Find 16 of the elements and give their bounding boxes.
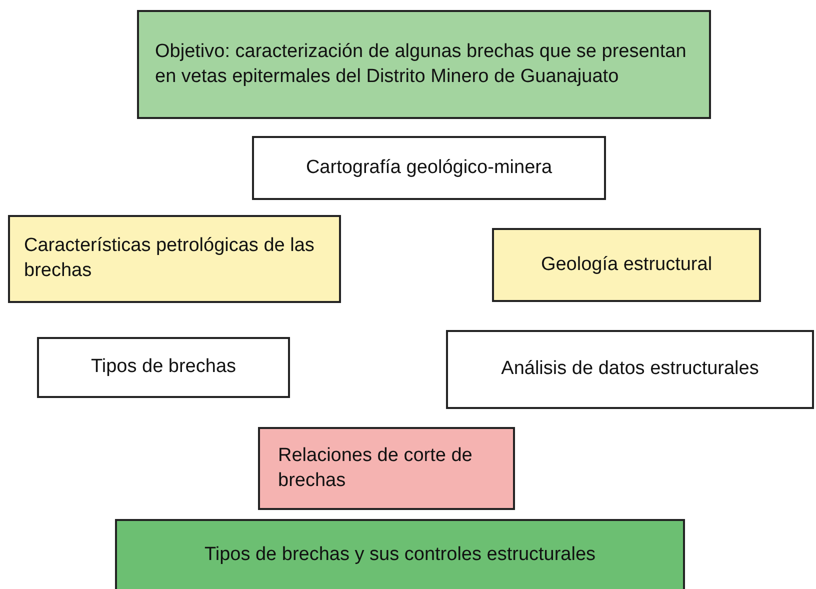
box-text: Características petrológicas de las brechas — [24, 234, 316, 283]
process-box — [492, 228, 761, 302]
box-text: Tipos de brechas — [90, 355, 236, 380]
process-box — [446, 330, 814, 409]
process-box — [8, 215, 341, 303]
box-text: Geología estructural — [540, 252, 712, 277]
process-box — [258, 427, 515, 510]
box-text: Cartografía geológico-minera — [306, 156, 552, 180]
box-text: Análisis de datos estructurales — [501, 357, 759, 382]
result-box — [115, 519, 685, 589]
objective-box — [137, 10, 711, 119]
process-box — [37, 337, 290, 398]
box-text: Tipos de brechas y sus controles estructurales — [204, 542, 596, 567]
box-text: Objetivo: caracterización de algunas brechas que se presentan en vetas epitermales del Distrito Minero de Guanajuato — [155, 40, 688, 88]
box-text: Relaciones de corte de brechas — [278, 444, 474, 492]
process-box — [252, 136, 606, 200]
